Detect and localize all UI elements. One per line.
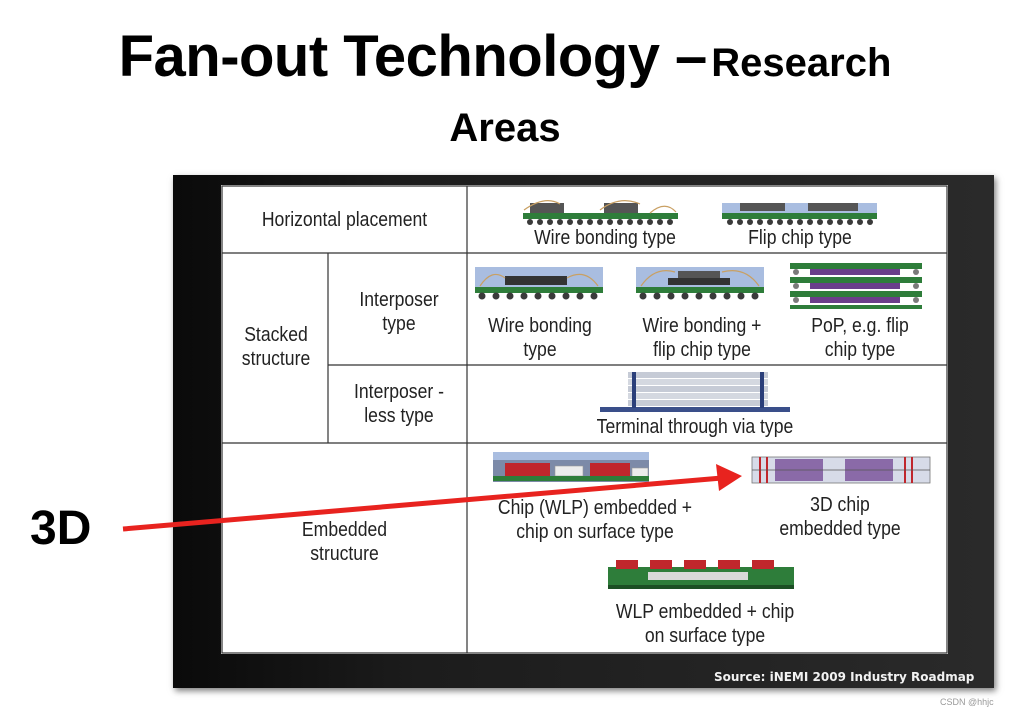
interposer-wire-bonding-icon [475,267,603,300]
stacked-label-line1: Stacked [244,324,308,346]
chip3d-line1: 3D chip [810,494,870,516]
pop-line1: PoP, e.g. flip [811,315,909,337]
stacked-label-line2: structure [241,348,311,370]
watermark: CSDN @hhjc [940,697,994,707]
source-caption: Source: iNEMI 2009 Industry Roadmap [714,670,975,684]
wlp-emb-line2: on surface type [644,625,766,647]
wlp-embedded-icon [608,560,794,589]
wire-bonding-type-label: Wire bonding type [534,227,676,249]
annotation-arrow-icon [122,464,742,532]
embedded-line1: Embedded [301,519,388,541]
title-main: Fan-out Technology – [118,24,708,89]
wb-type-line1: Wire bonding [488,315,592,337]
table-grid [221,185,948,654]
wb-fc-line2: flip chip type [653,339,751,361]
chip-wlp-line1: Chip (WLP) embedded + [497,497,693,519]
flip-chip-type-label: Flip chip type [748,227,852,249]
wire-bonding-package-icon [523,200,678,225]
wb-fc-line1: Wire bonding + [642,315,762,337]
flip-chip-package-icon [722,203,877,225]
interposerless-line2: less type [364,405,434,427]
interposer-label-line2: type [382,313,416,335]
embedded-line2: structure [310,543,379,565]
pop-stack-icon [790,263,922,309]
chip3d-line2: embedded type [779,518,901,540]
interposer-label-line1: Interposer [359,289,439,311]
title-line2: Areas [449,106,561,150]
slide-title: Fan-out Technology – Research [0,28,1010,86]
pop-line2: chip type [824,339,896,361]
through-via-stack-icon [600,372,790,412]
chip-wlp-line2: chip on surface type [516,521,674,543]
wb-type-line2: type [523,339,557,361]
wlp-emb-line1: WLP embedded + chip [615,601,795,623]
interposer-wb-fc-icon [636,267,764,300]
chip-wlp-embedded-icon [493,452,649,482]
title-sub: Research [711,41,892,85]
through-via-label: Terminal through via type [596,416,794,438]
interposerless-line1: Interposer - [353,381,444,403]
horizontal-placement-label: Horizontal placement [261,209,428,231]
chip-3d-embedded-icon [751,456,931,484]
annotation-3d-label: 3D [30,502,92,555]
